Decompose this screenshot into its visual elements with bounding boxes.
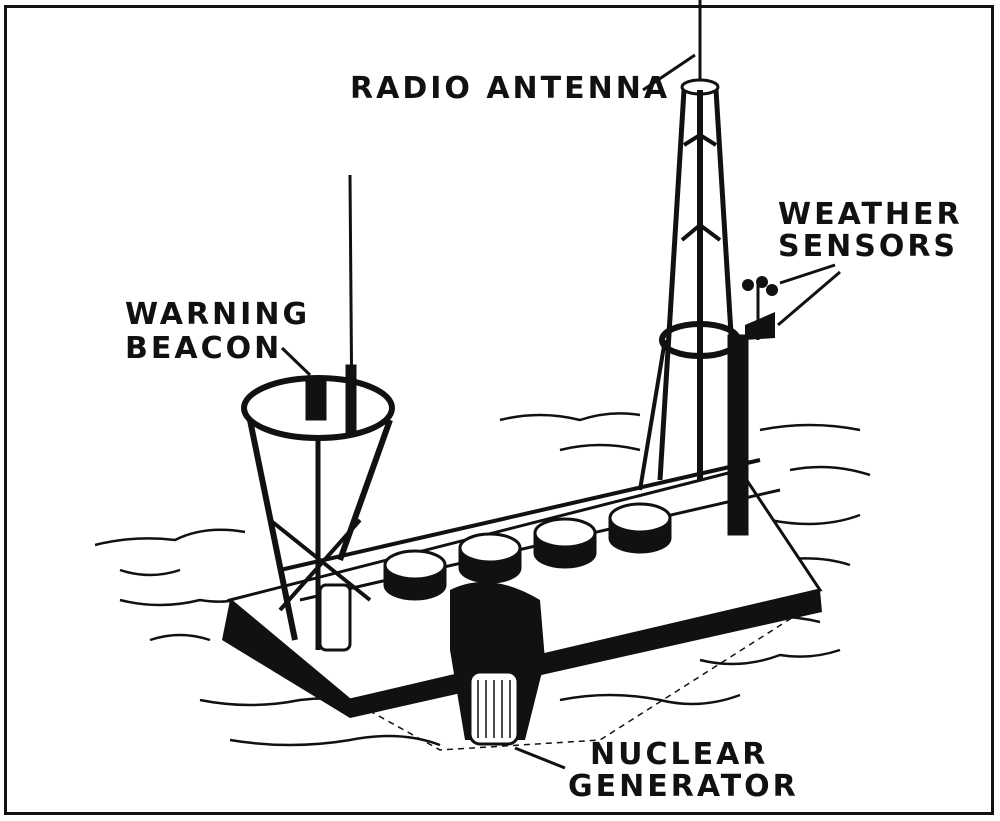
weather-sensors-label-line2: SENSORS — [778, 229, 959, 264]
weather-sensors — [742, 276, 778, 340]
nuclear-generator — [450, 582, 545, 746]
radio-antenna-tower — [638, 0, 749, 536]
radio-antenna-label: RADIO ANTENNA — [350, 71, 671, 106]
warning-beacon-label-line2: BEACON — [125, 331, 283, 366]
deck-tanks — [383, 502, 672, 601]
warning-beacon-tower — [241, 174, 395, 652]
figure-frame — [4, 5, 994, 815]
nuclear-generator-label-line2: GENERATOR — [568, 769, 799, 804]
leader-lines — [280, 53, 841, 770]
warning-beacon-label-line1: WARNING — [125, 297, 311, 332]
nuclear-generator-label-line1: NUCLEAR — [590, 737, 769, 772]
weather-sensors-label-line1: WEATHER — [778, 197, 963, 232]
